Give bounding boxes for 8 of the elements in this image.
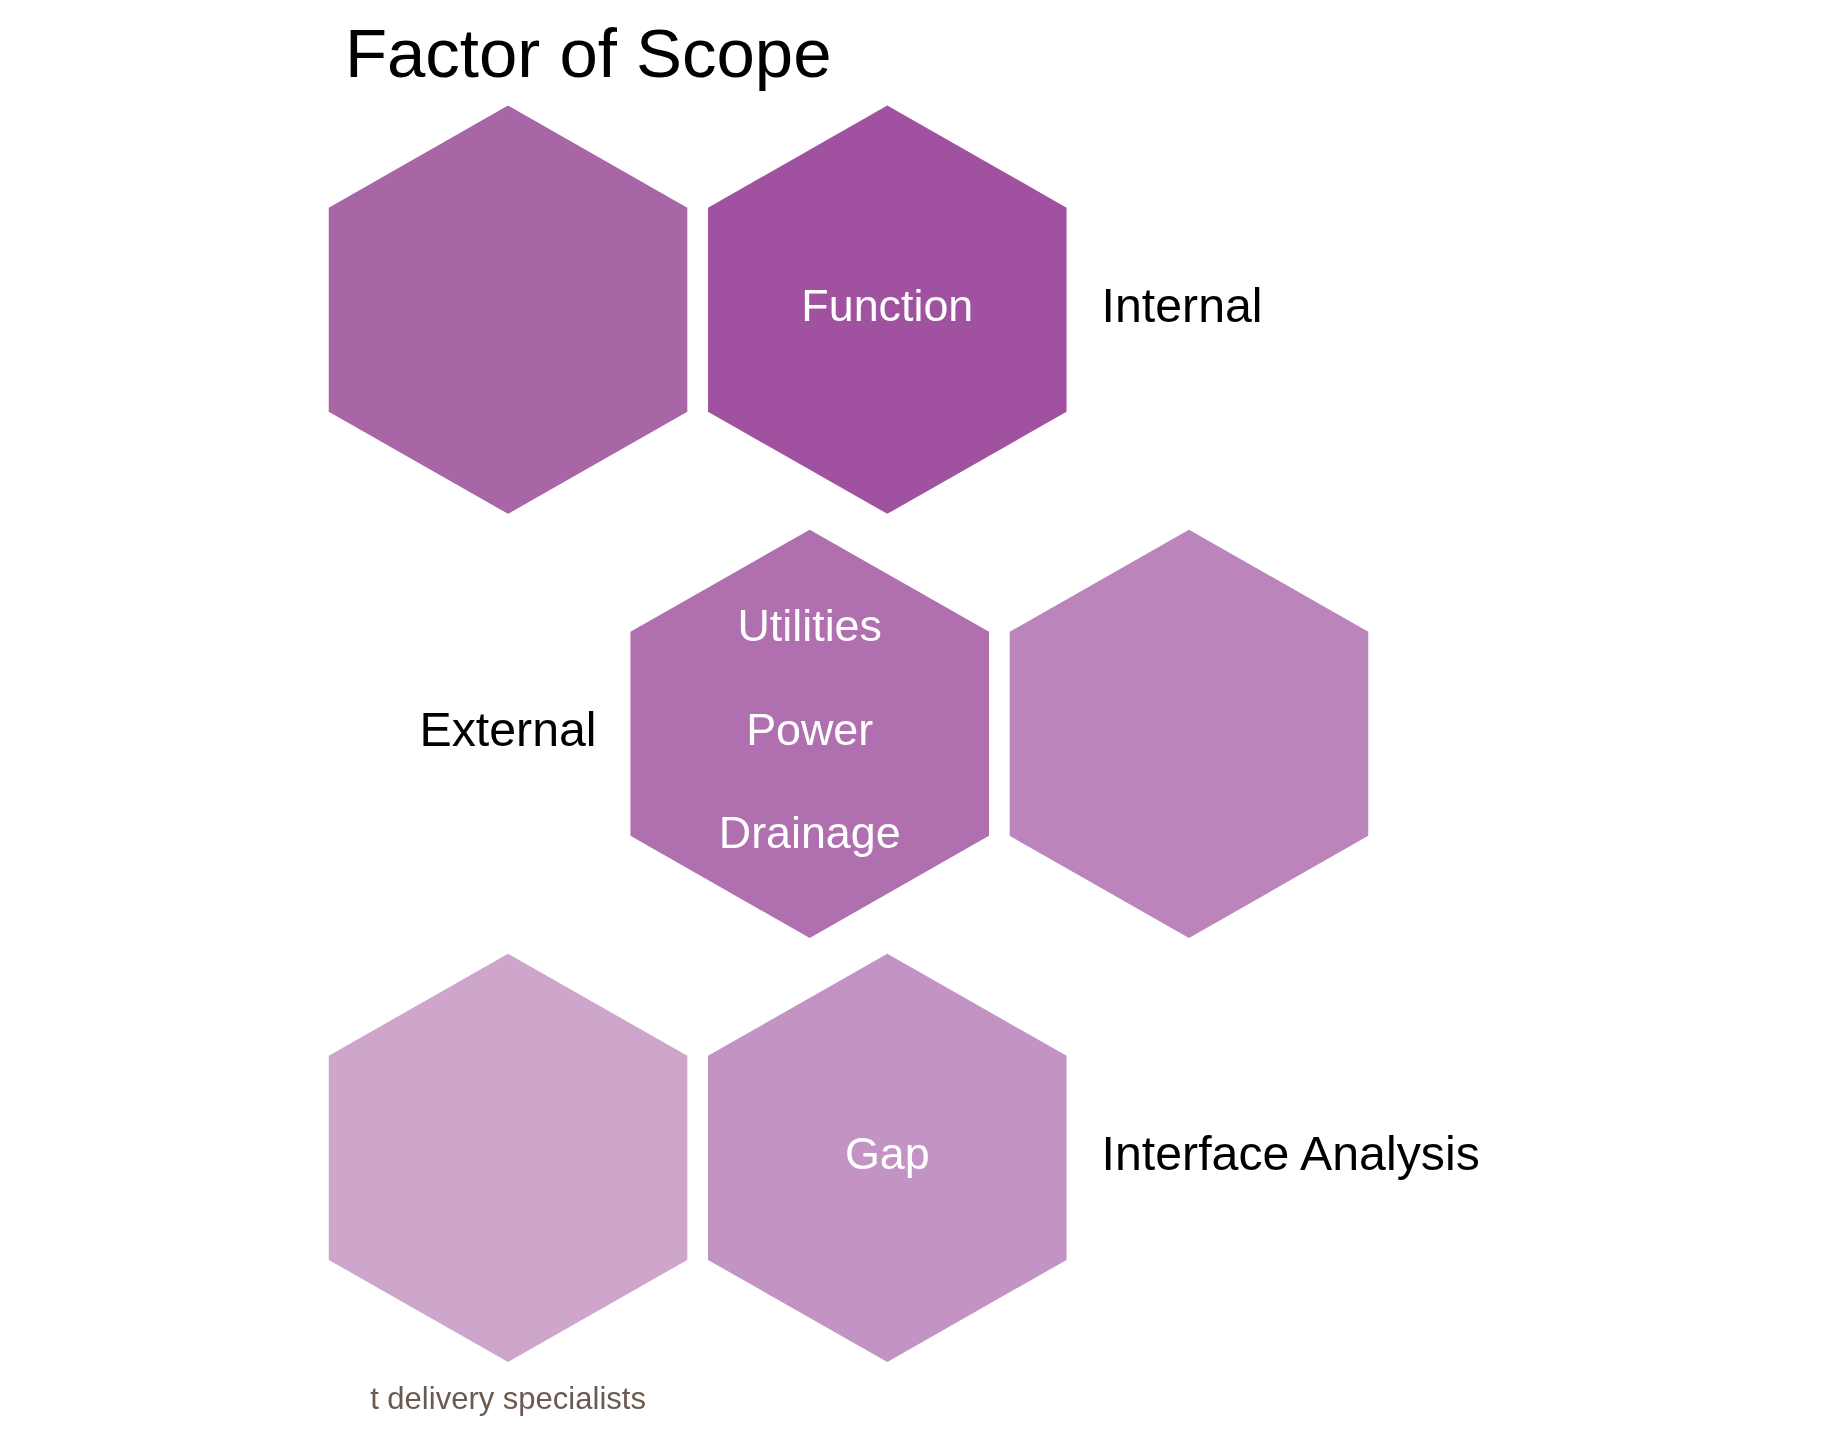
- node-hexagon: [1007, 527, 1370, 940]
- node-label: External: [419, 701, 597, 756]
- node-hexagon: [326, 103, 689, 516]
- node-label: Interface Analysis: [1101, 1125, 1480, 1180]
- node-label: Internal: [1101, 277, 1263, 332]
- node-hexagon: [326, 951, 689, 1364]
- diagram-title: Factor of Scope: [344, 14, 832, 92]
- label: t delivery specialists: [369, 1380, 646, 1416]
